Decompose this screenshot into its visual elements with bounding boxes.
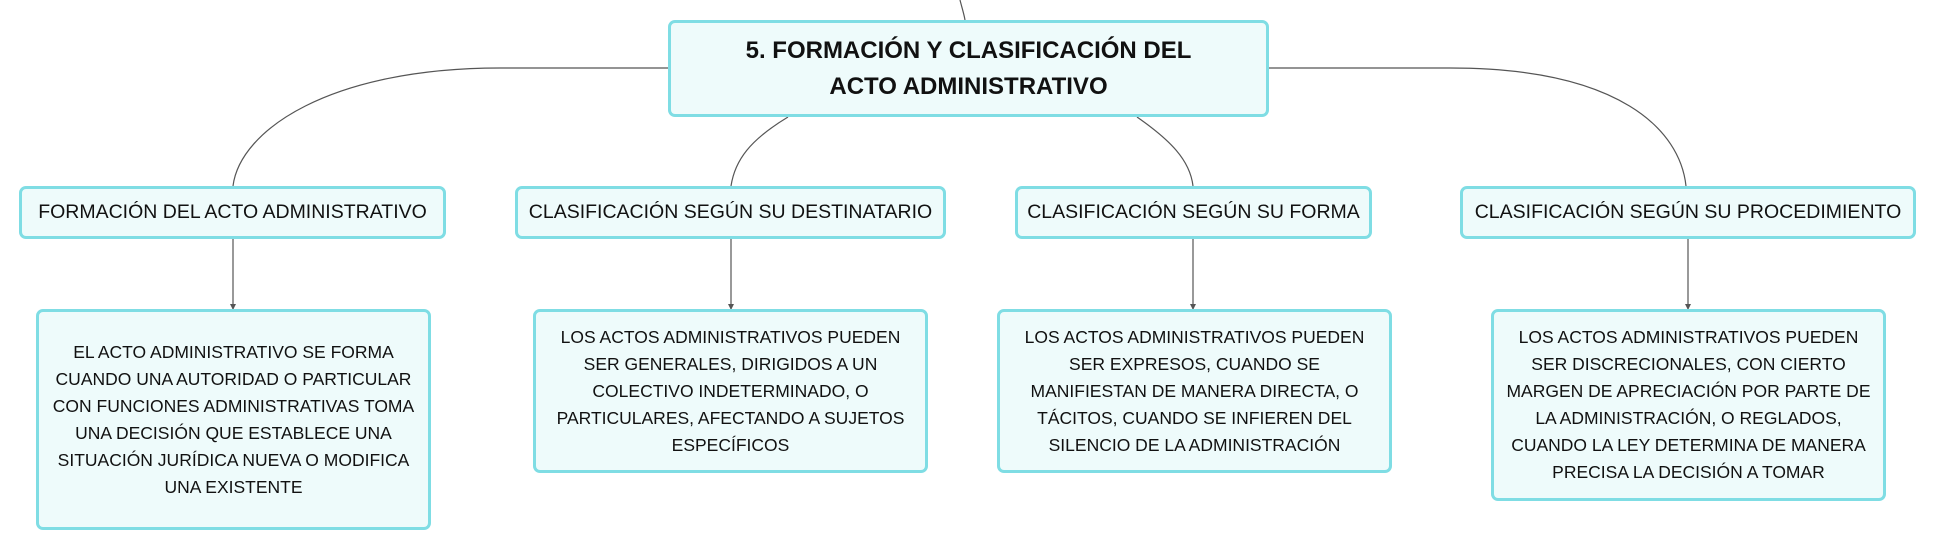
leaf-formacion[interactable]: EL ACTO ADMINISTRATIVO SE FORMA CUANDO U…: [36, 309, 431, 530]
arrow-head-2: [728, 304, 734, 310]
connector-root-branch-2: [730, 116, 789, 187]
leaf-text: LOS ACTOS ADMINISTRATIVOS PUEDEN SER EXP…: [1024, 326, 1365, 455]
leaf-procedimiento[interactable]: LOS ACTOS ADMINISTRATIVOS PUEDEN SER DIS…: [1491, 309, 1886, 501]
connector-root-branch-3: [1136, 116, 1194, 187]
root-topic-title: 5. FORMACIÓN Y CLASIFICACIÓN DEL ACTO AD…: [745, 36, 1192, 100]
connector-parent: [959, 0, 966, 21]
connector-root-branch-1: [232, 67, 668, 187]
branch-formacion[interactable]: FORMACIÓN DEL ACTO ADMINISTRATIVO: [19, 186, 446, 239]
arrow-head-4: [1685, 304, 1691, 310]
root-topic[interactable]: 5. FORMACIÓN Y CLASIFICACIÓN DEL ACTO AD…: [668, 20, 1269, 117]
branch-label: CLASIFICACIÓN SEGÚN SU DESTINATARIO: [528, 201, 933, 223]
branch-clasificacion-destinatario[interactable]: CLASIFICACIÓN SEGÚN SU DESTINATARIO: [515, 186, 946, 239]
branch-clasificacion-procedimiento[interactable]: CLASIFICACIÓN SEGÚN SU PROCEDIMIENTO: [1460, 186, 1916, 239]
arrow-head-1: [230, 304, 236, 310]
branch-label: CLASIFICACIÓN SEGÚN SU FORMA: [1027, 201, 1360, 223]
leaf-text: LOS ACTOS ADMINISTRATIVOS PUEDEN SER DIS…: [1506, 327, 1871, 482]
branch-clasificacion-forma[interactable]: CLASIFICACIÓN SEGÚN SU FORMA: [1015, 186, 1372, 239]
leaf-forma[interactable]: LOS ACTOS ADMINISTRATIVOS PUEDEN SER EXP…: [997, 309, 1392, 473]
connector-root-branch-4: [1269, 67, 1687, 187]
arrow-head-3: [1190, 304, 1196, 310]
branch-label: CLASIFICACIÓN SEGÚN SU PROCEDIMIENTO: [1474, 201, 1902, 223]
leaf-text: EL ACTO ADMINISTRATIVO SE FORMA CUANDO U…: [52, 341, 415, 497]
leaf-text: LOS ACTOS ADMINISTRATIVOS PUEDEN SER GEN…: [556, 326, 905, 455]
leaf-destinatario[interactable]: LOS ACTOS ADMINISTRATIVOS PUEDEN SER GEN…: [533, 309, 928, 473]
branch-label: FORMACIÓN DEL ACTO ADMINISTRATIVO: [38, 201, 427, 223]
